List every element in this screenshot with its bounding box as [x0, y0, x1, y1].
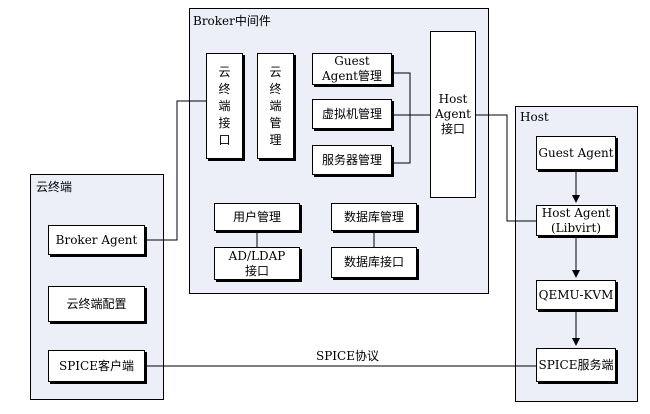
terminal-manage-label: 云终端管理 [269, 64, 282, 147]
terminal-interface-label: 云终端接口 [218, 64, 231, 147]
vm-manage-box: 虚拟机管理 [312, 99, 392, 129]
terminal-interface-box: 云终端接口 [206, 53, 243, 159]
guest-agent-box: Guest Agent [536, 136, 616, 170]
spice-server-box: SPICE服务端 [536, 348, 616, 382]
guest-agent-manage-box: Guest Agent管理 [312, 53, 392, 85]
ad-ldap-box: AD/LDAP 接口 [214, 247, 300, 280]
terminal-config-box: 云终端配置 [48, 286, 145, 322]
db-manage-box: 数据库管理 [331, 203, 417, 231]
spice-protocol-label: SPICE协议 [316, 349, 379, 363]
spice-client-box: SPICE客户端 [48, 350, 145, 382]
host-agent-box: Host Agent (Libvirt) [536, 205, 616, 236]
host-agent-interface-box: Host Agent 接口 [430, 31, 476, 198]
db-interface-box: 数据库接口 [331, 247, 417, 278]
host-title: Host [520, 110, 549, 124]
cloud-terminal-title: 云终端 [36, 180, 73, 194]
server-manage-box: 服务器管理 [312, 145, 392, 175]
terminal-manage-box: 云终端管理 [257, 53, 294, 159]
qemu-kvm-box: QEMU-KVM [536, 280, 616, 310]
broker-title: Broker中间件 [193, 14, 271, 28]
user-manage-box: 用户管理 [214, 203, 300, 231]
broker-agent-box: Broker Agent [48, 225, 145, 255]
